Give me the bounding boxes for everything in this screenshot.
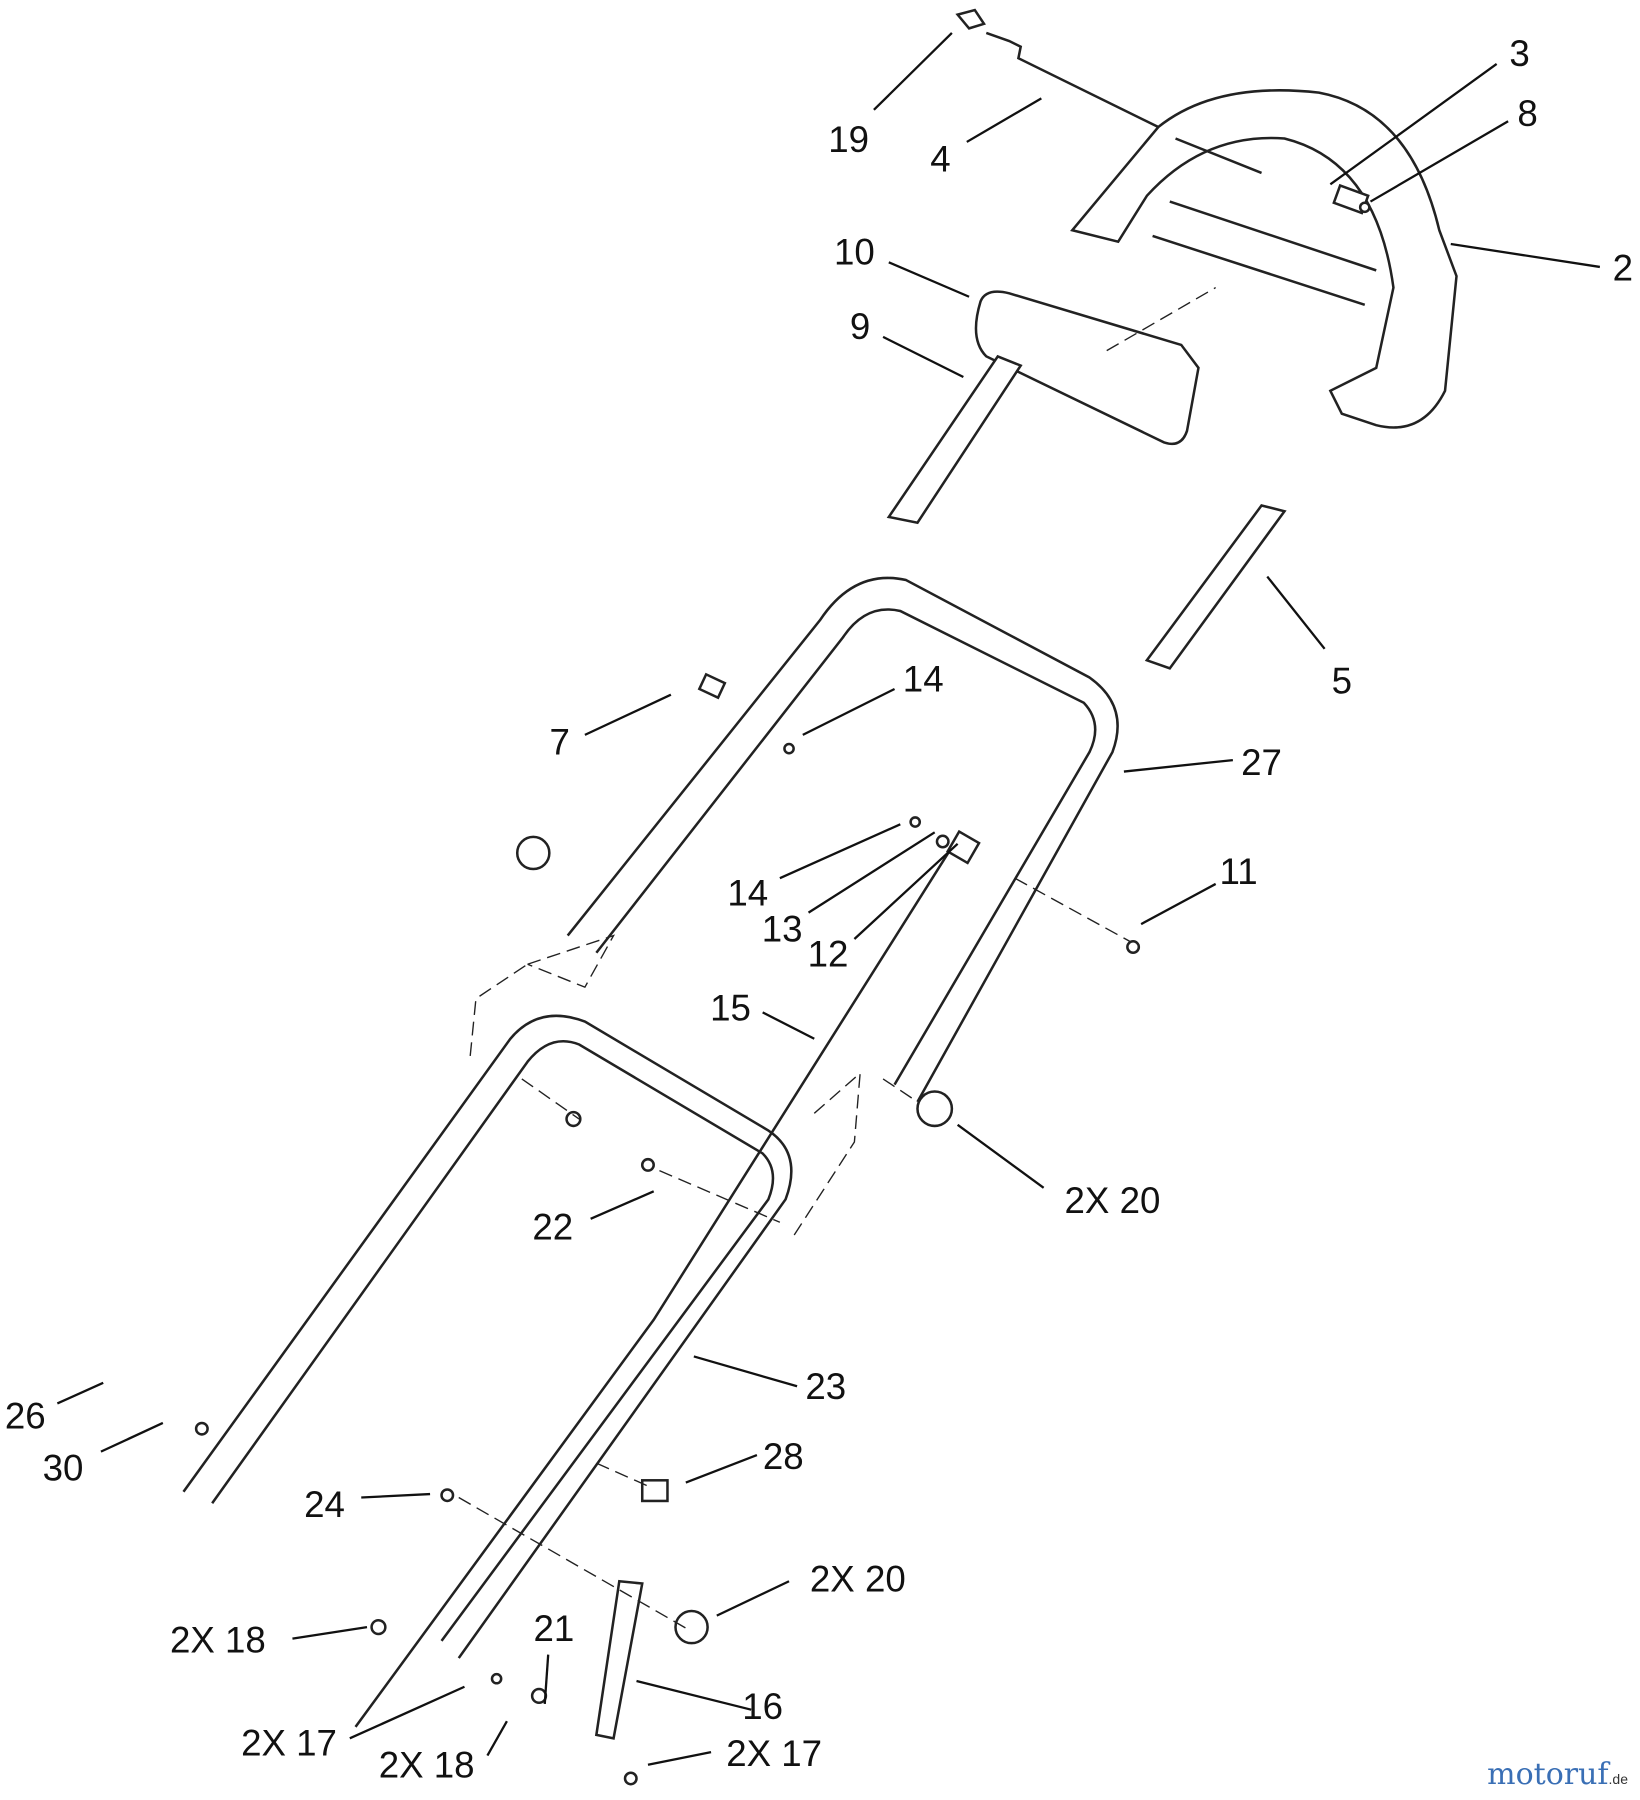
label-2: 2 xyxy=(1613,248,1633,289)
label-11: 11 xyxy=(1220,851,1258,892)
label-24: 24 xyxy=(304,1484,345,1525)
bail-part xyxy=(1070,89,1458,429)
label-8: 8 xyxy=(1517,93,1537,134)
label-30: 30 xyxy=(43,1447,84,1488)
label-15: 15 xyxy=(710,987,751,1028)
leader-lines xyxy=(56,32,1601,1766)
decal-part xyxy=(974,290,1200,446)
label-9: 9 xyxy=(850,306,870,347)
pin-part xyxy=(1332,183,1371,215)
label-14b: 14 xyxy=(727,873,768,914)
label-5: 5 xyxy=(1332,661,1352,702)
label-3: 3 xyxy=(1509,33,1529,74)
label-2x18b: 2X 18 xyxy=(379,1744,475,1785)
grip-right-part xyxy=(1144,504,1287,670)
label-27: 27 xyxy=(1241,742,1282,783)
lower-handle-part xyxy=(182,1014,793,1659)
label-14: 14 xyxy=(903,658,944,699)
label-2x18: 2X 18 xyxy=(170,1619,266,1660)
label-21: 21 xyxy=(534,1608,575,1649)
label-22: 22 xyxy=(532,1206,573,1247)
label-28: 28 xyxy=(763,1436,804,1477)
label-23: 23 xyxy=(805,1366,846,1407)
label-13: 13 xyxy=(762,908,803,949)
link-part xyxy=(594,1579,644,1740)
upper-handle-part xyxy=(566,576,1119,1103)
label-2x20: 2X 20 xyxy=(1065,1180,1161,1221)
watermark-logo: motoruf.de xyxy=(1487,1757,1628,1792)
label-19: 19 xyxy=(828,119,869,160)
fasteners xyxy=(194,672,1141,1786)
label-2x17b: 2X 17 xyxy=(726,1733,822,1774)
label-2x17: 2X 17 xyxy=(241,1723,337,1764)
exploded-dashes xyxy=(458,877,1130,1630)
label-16: 16 xyxy=(742,1686,783,1727)
callout-labels: 19 4 3 8 2 10 9 5 14 7 27 11 14 13 12 15… xyxy=(5,33,1633,1785)
label-4: 4 xyxy=(930,139,950,180)
knobs xyxy=(515,835,954,1645)
label-10: 10 xyxy=(834,232,875,273)
grip-left-part xyxy=(886,354,1023,525)
cable-part xyxy=(354,837,959,1728)
label-26: 26 xyxy=(5,1396,46,1437)
label-2x20b: 2X 20 xyxy=(810,1559,906,1600)
label-7: 7 xyxy=(549,721,569,762)
label-12: 12 xyxy=(808,934,849,975)
spring-part xyxy=(955,8,1159,129)
